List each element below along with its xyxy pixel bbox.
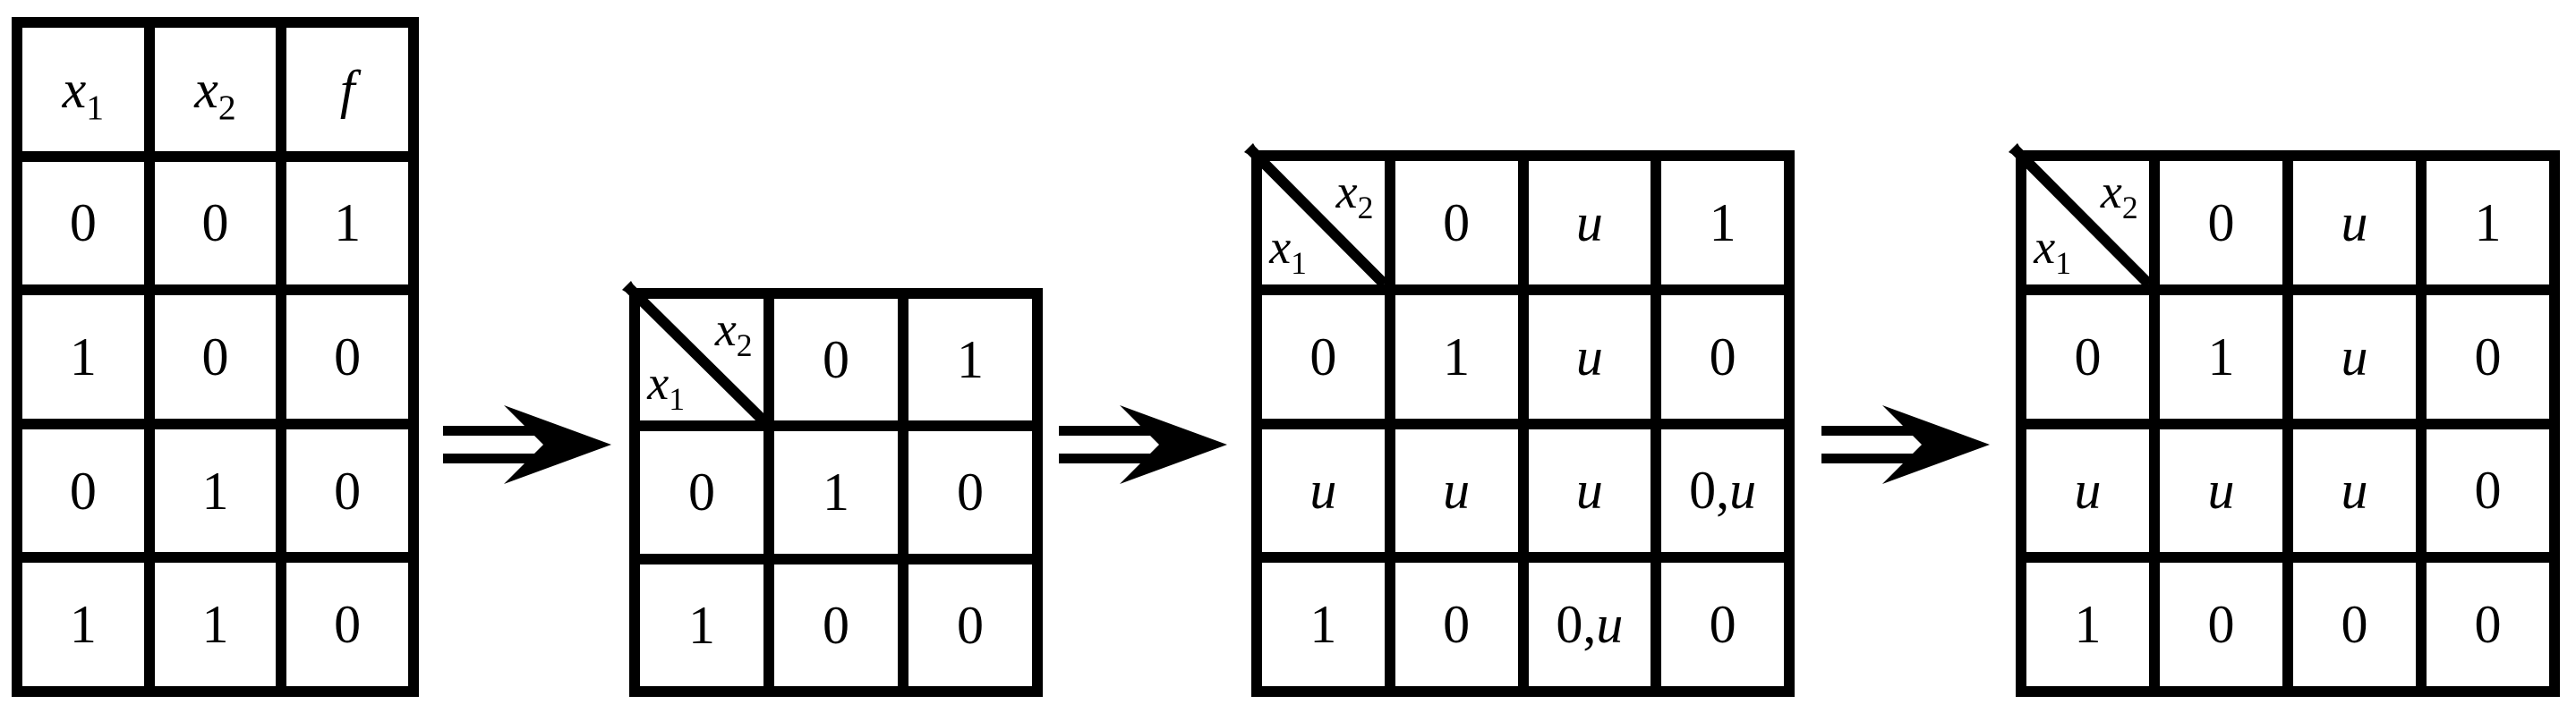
map-3x3-final: x2 x1 0 u 1 0 1 u 0 u u u 0 1 0 0 0 xyxy=(2009,143,2560,697)
map-cell: u xyxy=(1528,294,1651,419)
truth-cell: 0 xyxy=(22,161,144,285)
diagonal-line xyxy=(1244,143,1389,288)
x2-label: x2 xyxy=(2100,164,2138,225)
arrow-bottom-line xyxy=(1059,454,1163,463)
map-col-header: 0 xyxy=(2160,161,2282,284)
map-cell: 1 xyxy=(1395,294,1518,419)
truth-cell: 0 xyxy=(286,429,408,553)
arrow-bottom-line xyxy=(443,454,547,463)
truth-cell: 1 xyxy=(154,429,277,553)
truth-cell: 0 xyxy=(22,429,144,553)
map-cell: 0 xyxy=(2427,294,2549,419)
map-cell: 0 xyxy=(774,564,898,686)
arrow-head-icon xyxy=(504,405,611,484)
map-cell: u xyxy=(2160,429,2282,553)
x1-label: x1 xyxy=(647,356,686,418)
truth-cell: 1 xyxy=(22,563,144,686)
diagonal-tick-icon xyxy=(1244,143,1266,165)
corner-header-cell: x2 x1 xyxy=(622,281,768,425)
x2-label: x2 xyxy=(1335,164,1374,225)
map-cell: 0, u xyxy=(1661,429,1784,553)
map-row-header: 0 xyxy=(1262,294,1385,419)
map-cell: 0, u xyxy=(1528,563,1651,686)
truth-cell: 0 xyxy=(154,295,277,419)
truth-cell: 1 xyxy=(154,563,277,686)
map-col-header: u xyxy=(2293,161,2416,284)
map-col-header: 1 xyxy=(1661,161,1784,284)
map-cell: 0 xyxy=(1661,563,1784,686)
implies-arrow-2 xyxy=(1059,405,1227,484)
x1-label: x1 xyxy=(2034,219,2071,281)
map-cell: 1 xyxy=(774,431,898,554)
corner-header-cell: x2 x1 xyxy=(1244,143,1389,288)
diagonal-tick-icon xyxy=(622,281,644,302)
arrow-top-line xyxy=(1059,426,1163,436)
map-row-header: u xyxy=(2026,429,2149,553)
x2-label: x2 xyxy=(714,301,753,363)
truth-table: x1 x2 f 0 0 1 1 0 0 0 1 0 1 1 0 xyxy=(12,17,419,697)
implies-arrow-3 xyxy=(1821,405,1990,484)
truth-col-header-x1: x1 xyxy=(22,28,144,151)
corner-header-cell: x2 x1 xyxy=(2009,143,2154,288)
truth-cell: 0 xyxy=(154,161,277,285)
x1-label: x1 xyxy=(1269,219,1307,281)
arrow-top-line xyxy=(1821,426,1925,436)
map-cell: 0 xyxy=(1395,563,1518,686)
map-row-header: 1 xyxy=(640,564,763,686)
arrow-head-icon xyxy=(1120,405,1227,484)
map-row-header: 1 xyxy=(1262,563,1385,686)
truth-col-header-x2: x2 xyxy=(154,28,277,151)
map-cell: 0 xyxy=(2427,429,2549,553)
diagonal-line xyxy=(622,281,768,425)
map-3x3-intermediate: x2 x1 0 u 1 0 1 u 0 u u u 0, u 1 0 0, u … xyxy=(1244,143,1795,697)
map-row-header: 0 xyxy=(640,431,763,554)
map-row-header: 1 xyxy=(2026,563,2149,686)
map-2x2: x2 x1 0 1 0 1 0 1 0 0 xyxy=(622,281,1043,697)
map-row-header: 0 xyxy=(2026,294,2149,419)
map-cell: 0 xyxy=(2427,563,2549,686)
map-cell: u xyxy=(1395,429,1518,553)
map-col-header: 1 xyxy=(908,299,1032,421)
map-cell: 0 xyxy=(908,564,1032,686)
map-col-header: u xyxy=(1528,161,1651,284)
map-cell: 0 xyxy=(2160,563,2282,686)
map-cell: 0 xyxy=(908,431,1032,554)
map-cell: u xyxy=(1528,429,1651,553)
truth-cell: 0 xyxy=(286,563,408,686)
map-col-header: 0 xyxy=(774,299,898,421)
truth-col-header-f: f xyxy=(286,28,408,151)
map-cell: u xyxy=(2293,294,2416,419)
diagonal-tick-icon xyxy=(2009,143,2030,165)
map-cell: 0 xyxy=(2293,563,2416,686)
truth-cell: 1 xyxy=(286,161,408,285)
map-col-header: 1 xyxy=(2427,161,2549,284)
arrow-top-line xyxy=(443,426,547,436)
diagonal-line xyxy=(2009,143,2154,288)
arrow-head-icon xyxy=(1882,405,1990,484)
truth-cell: 1 xyxy=(22,295,144,419)
map-col-header: 0 xyxy=(1395,161,1518,284)
implies-arrow-1 xyxy=(443,405,611,484)
truth-cell: 0 xyxy=(286,295,408,419)
map-cell: 1 xyxy=(2160,294,2282,419)
map-row-header: u xyxy=(1262,429,1385,553)
map-cell: u xyxy=(2293,429,2416,553)
map-cell: 0 xyxy=(1661,294,1784,419)
arrow-bottom-line xyxy=(1821,454,1925,463)
